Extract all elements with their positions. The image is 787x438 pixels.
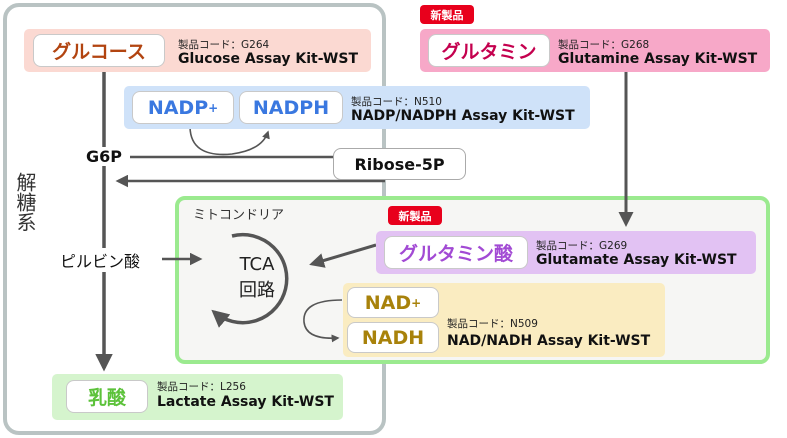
nadp-kit: NADP/NADPH Assay Kit-WST — [351, 108, 575, 124]
tca-line2: 回路 — [239, 280, 275, 301]
g6p-label: G6P — [84, 147, 124, 166]
glutamine-name: グルタミン — [428, 34, 550, 67]
glycolysis-label: 解糖系 — [13, 172, 37, 232]
lactate-name: 乳酸 — [66, 380, 148, 413]
new-badge-glutamine: 新製品 — [420, 5, 474, 24]
tca-line1: TCA — [239, 254, 275, 275]
pyruvate-label: ピルビン酸 — [58, 248, 143, 272]
glucose-code: 製品コード：G264 — [178, 39, 270, 51]
glutamate-name: グルタミン酸 — [384, 236, 528, 269]
ribose-5p-label: Ribose-5P — [333, 148, 466, 180]
glutamine-kit: Glutamine Assay Kit-WST — [558, 51, 758, 67]
nadph-name: NADPH — [239, 91, 343, 124]
nadp-code: 製品コード：N510 — [351, 96, 442, 108]
glutamine-code: 製品コード：G268 — [558, 39, 650, 51]
lactate-kit: Lactate Assay Kit-WST — [157, 394, 334, 410]
mitochondria-label: ミトコンドリア — [193, 208, 285, 223]
tca-cycle-label: TCA 回路 — [228, 252, 286, 304]
nad-code: 製品コード：N509 — [447, 318, 538, 330]
nad-name: NAD+ — [347, 287, 439, 318]
lactate-code: 製品コード：L256 — [157, 381, 246, 393]
nadh-name: NADH — [347, 322, 439, 353]
glucose-name: グルコース — [33, 34, 165, 67]
nadp-name: NADP+ — [132, 91, 234, 124]
nad-kit: NAD/NADH Assay Kit-WST — [447, 333, 651, 349]
glucose-kit: Glucose Assay Kit-WST — [178, 51, 358, 67]
glutamate-code: 製品コード：G269 — [536, 240, 628, 252]
glutamate-kit: Glutamate Assay Kit-WST — [536, 252, 737, 268]
new-badge-glutamate: 新製品 — [388, 206, 442, 225]
